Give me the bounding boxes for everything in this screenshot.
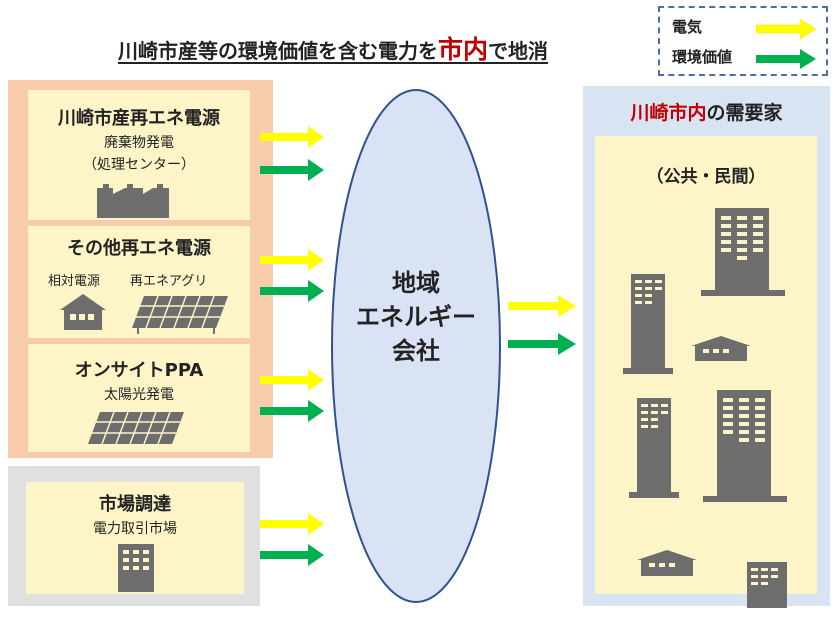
source-card-onsite: オンサイトPPA 太陽光発電 — [28, 344, 250, 452]
energy-company-line1: 地域 — [392, 269, 440, 297]
legend-env-value-arrow-icon — [756, 49, 816, 69]
output-arrows — [508, 295, 576, 355]
legend-electricity-arrow-icon — [756, 18, 817, 40]
env-value-arrow-icon — [508, 333, 576, 355]
env-value-arrow-icon — [260, 544, 324, 566]
consumers-title: 川崎市内の需要家 — [583, 98, 830, 125]
consumers-title-red: 川崎市内 — [630, 102, 707, 124]
source-card-market: 市場調達 電力取引市場 — [26, 482, 244, 594]
large-building-icon — [701, 208, 785, 296]
electricity-arrow-icon — [260, 369, 324, 391]
env-value-arrow-icon — [260, 159, 324, 181]
source-other-title: その他再エネ電源 — [67, 238, 211, 259]
legend-electricity-label: 電気 — [672, 18, 703, 36]
electricity-arrow-icon — [260, 126, 324, 148]
factory-icon — [97, 184, 169, 218]
small-house-icon — [637, 550, 697, 576]
medium-building-icon — [623, 274, 673, 374]
source-kawasaki-title: 川崎市産再エネ電源 — [58, 108, 220, 129]
legend-env-value-label: 環境価値 — [672, 48, 733, 66]
consumers-group: 川崎市内の需要家 （公共・民間） — [583, 86, 830, 608]
source-other-label1: 相対電源 — [48, 274, 101, 289]
title-suffix: で地消 — [488, 39, 549, 63]
env-value-arrow-icon — [260, 280, 324, 302]
consumers-card: （公共・民間） — [595, 136, 817, 608]
consumers-sub: （公共・民間） — [646, 167, 766, 187]
source-card-other: その他再エネ電源 相対電源 再エネアグリ — [28, 226, 250, 338]
small-building-icon — [747, 562, 787, 608]
electricity-arrow-icon — [508, 295, 576, 317]
small-house-icon — [691, 336, 751, 361]
source-market-title: 市場調達 — [99, 494, 171, 515]
house-icon — [60, 294, 106, 330]
title-highlight: 市内 — [438, 35, 489, 64]
electricity-arrow-icon — [260, 249, 324, 271]
source-kawasaki-sub2: （処理センター） — [83, 157, 195, 173]
energy-company-line2: エネルギー — [356, 303, 476, 331]
consumers-title-rest: の需要家 — [706, 102, 783, 124]
source-other-label2: 再エネアグリ — [130, 274, 208, 289]
solar-panel-icon — [88, 411, 184, 445]
agri-solar-panel-icon — [132, 295, 228, 334]
energy-company-ellipse — [331, 89, 501, 603]
large-building-icon — [703, 390, 787, 502]
source-onsite-title: オンサイトPPA — [74, 360, 204, 381]
electricity-arrow-icon — [260, 513, 324, 535]
source-group: 川崎市産再エネ電源 廃棄物発電 （処理センター） その他再エネ電源 相対電源 再… — [8, 80, 273, 458]
env-value-arrow-icon — [260, 400, 324, 422]
market-group: 市場調達 電力取引市場 — [8, 466, 260, 606]
energy-company-label: 地域 エネルギー 会社 — [326, 266, 506, 368]
input-arrows — [260, 126, 324, 566]
legend: 電気 環境価値 — [658, 6, 828, 76]
title-prefix: 川崎市産等の環境価値を含む電力を — [118, 39, 438, 63]
source-onsite-sub: 太陽光発電 — [104, 387, 174, 403]
source-kawasaki-sub1: 廃棄物発電 — [104, 135, 174, 151]
source-card-kawasaki: 川崎市産再エネ電源 廃棄物発電 （処理センター） — [28, 90, 250, 220]
source-market-sub: 電力取引市場 — [93, 521, 177, 537]
medium-building-icon — [629, 398, 679, 498]
page-title: 川崎市産等の環境価値を含む電力を市内で地消 — [118, 30, 638, 64]
market-building-icon — [118, 544, 154, 592]
energy-company-line3: 会社 — [392, 337, 440, 365]
